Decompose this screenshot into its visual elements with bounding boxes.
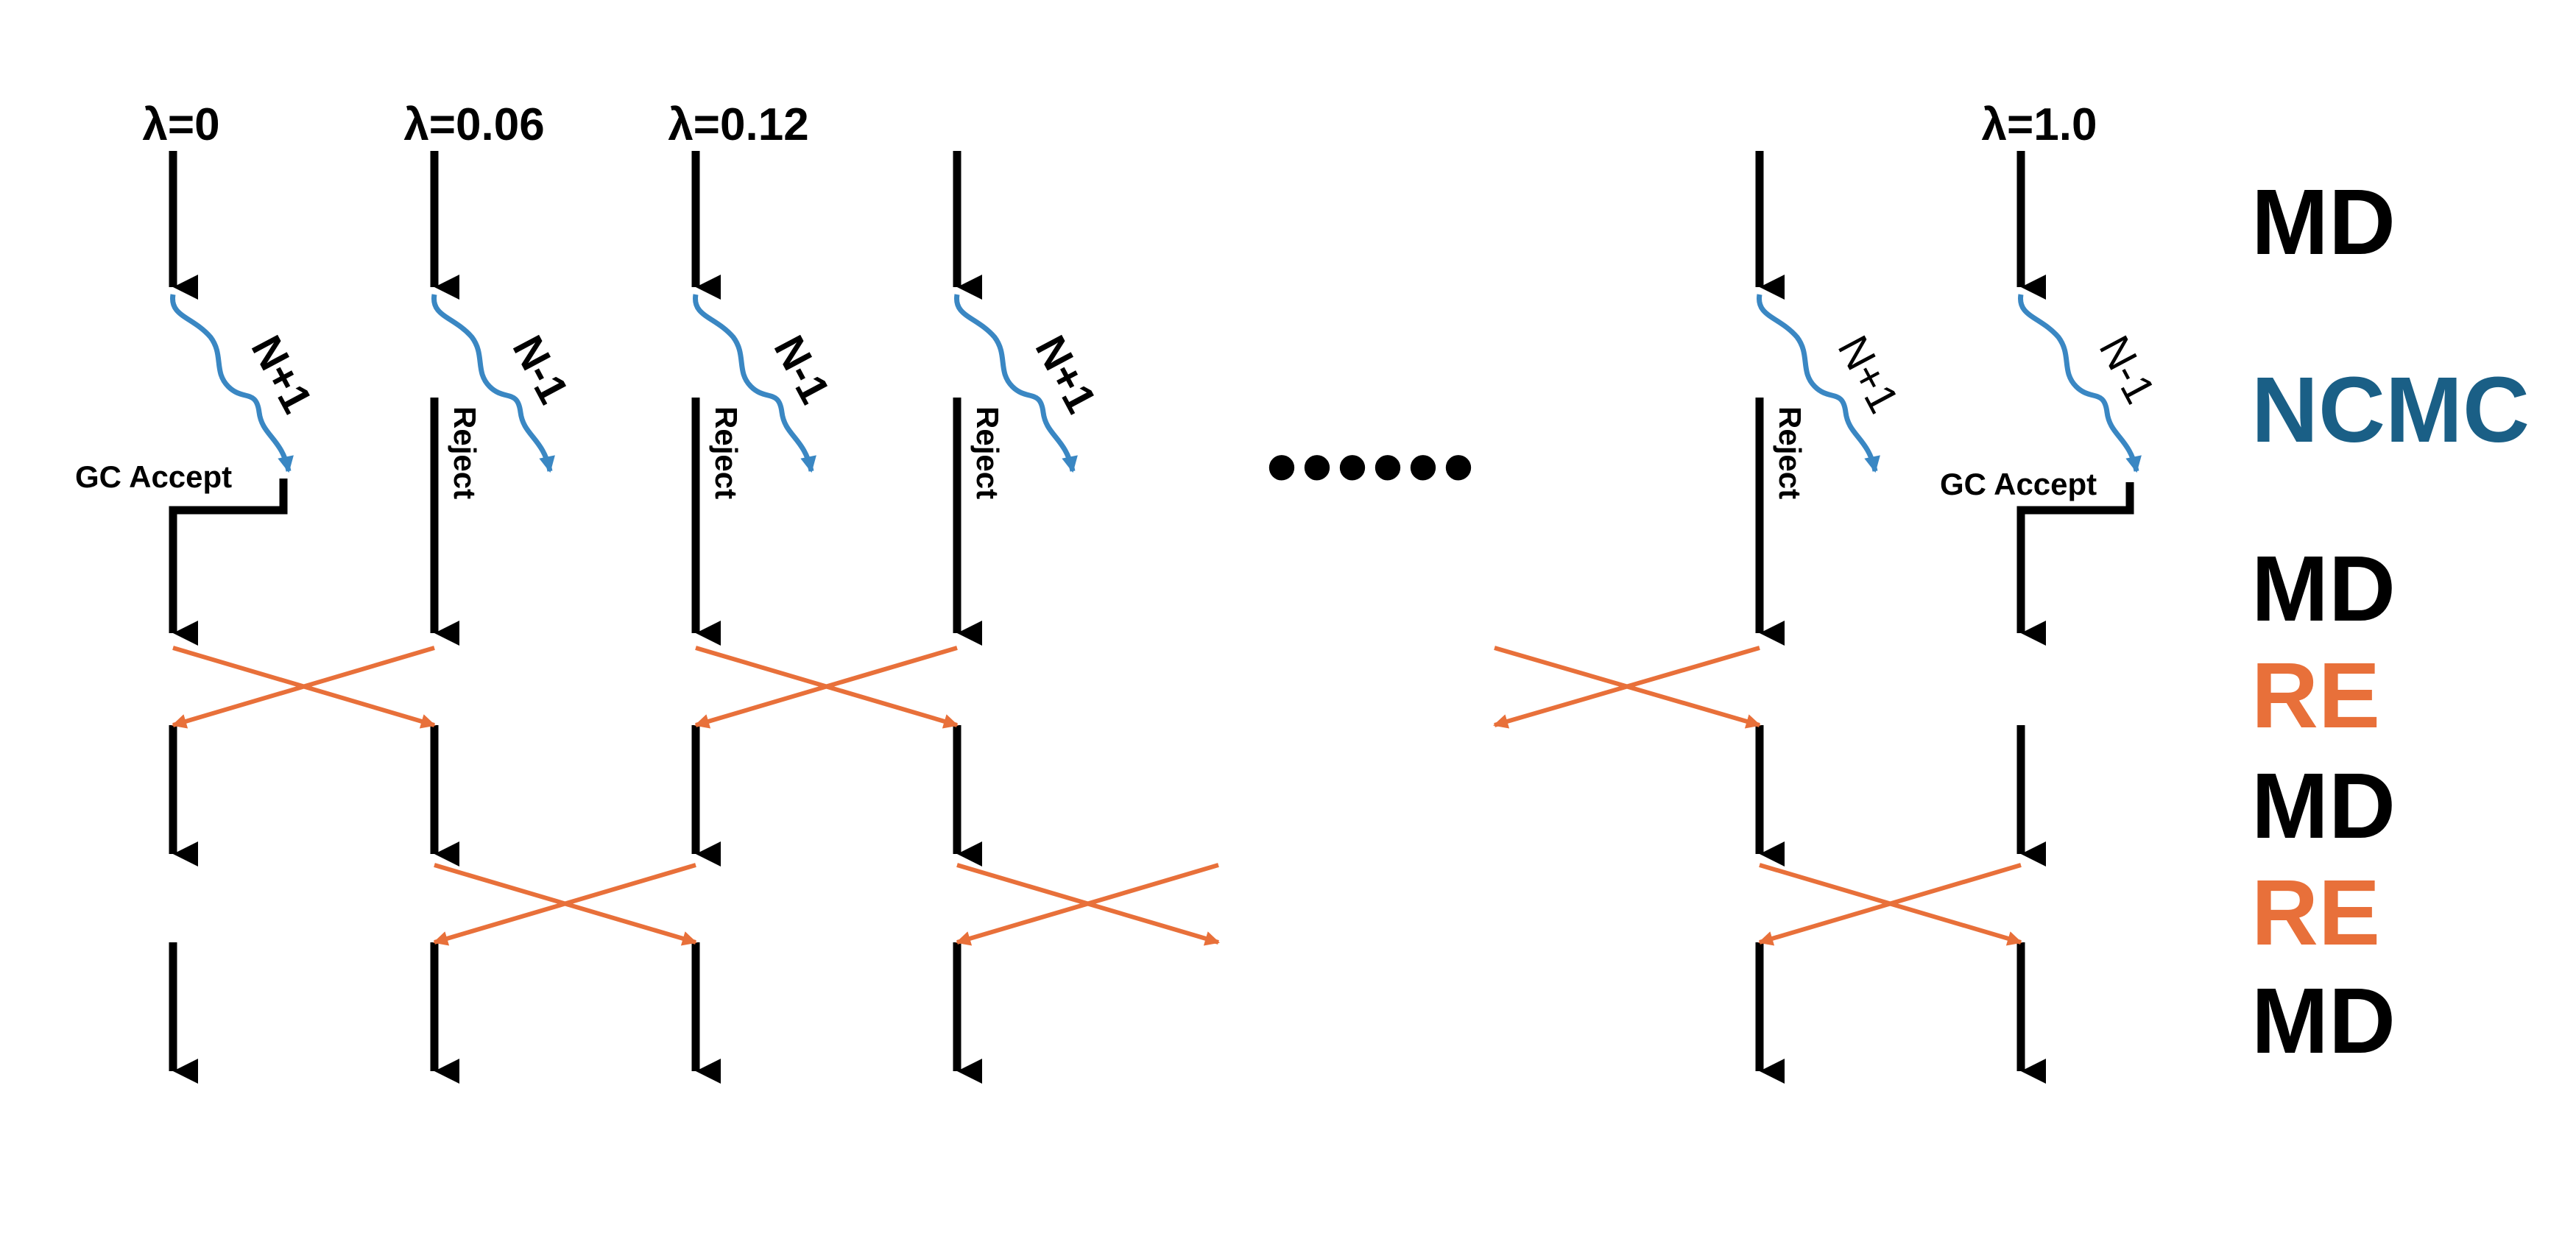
replica-exchange-row-1	[172, 646, 1761, 729]
step-label-md-1: MD	[2251, 170, 2396, 274]
replica-lane-5: N-1 GC Accept	[1940, 151, 2164, 1084]
exchange-arrow	[1493, 646, 1760, 729]
step-label-md-3: MD	[2251, 754, 2396, 858]
ncmc-wave	[431, 294, 555, 473]
exchange-arrow	[956, 863, 1219, 946]
lambda-label-1: λ=0.06	[403, 99, 544, 150]
step-label-ncmc: NCMC	[2251, 358, 2530, 462]
reject-label: Reject	[1773, 406, 1807, 499]
replica-lane-1: N-1 Reject	[430, 151, 578, 1084]
reject-label: Reject	[448, 406, 482, 499]
lambda-label-0: λ=0	[142, 99, 219, 150]
replica-lane-0: N+1 GC Accept	[75, 151, 322, 1084]
replica-exchange-row-2	[433, 863, 2022, 946]
exchange-arrow	[694, 646, 958, 729]
step-label-re-1: RE	[2251, 643, 2380, 747]
ncmc-wave	[2018, 294, 2142, 473]
step-label-md-4: MD	[2251, 969, 2396, 1073]
gc-accept-label: GC Accept	[1940, 467, 2097, 501]
step-label-md-2: MD	[2251, 537, 2396, 640]
lambda-label-2: λ=0.12	[668, 99, 808, 150]
gc-accept-label: GC Accept	[75, 459, 232, 494]
replica-lane-4: N+1 Reject	[1755, 151, 1908, 1084]
exchange-arrow	[172, 646, 435, 729]
ncmc-move-label: N+1	[1829, 328, 1908, 421]
ncmc-move-label: N+1	[1026, 328, 1106, 421]
ellipsis: ••••••	[1266, 417, 1478, 516]
replica-lane-2: N-1 Reject	[691, 151, 839, 1084]
reject-label: Reject	[970, 406, 1005, 499]
ncmc-wave	[1757, 294, 1880, 473]
exchange-arrow	[1758, 863, 2022, 946]
replica-lane-3: N+1 Reject	[953, 151, 1106, 1084]
exchange-arrow	[433, 863, 696, 946]
ncmc-wave	[170, 294, 294, 473]
step-label-re-2: RE	[2251, 861, 2380, 964]
accept-path	[169, 479, 288, 646]
ncmc-wave	[954, 294, 1078, 473]
reject-label: Reject	[709, 406, 744, 499]
lambda-label-5: λ=1.0	[1982, 99, 2097, 150]
accept-path	[2016, 482, 2134, 646]
ncmc-wave	[693, 294, 816, 473]
ncmc-move-label: N+1	[242, 328, 322, 421]
